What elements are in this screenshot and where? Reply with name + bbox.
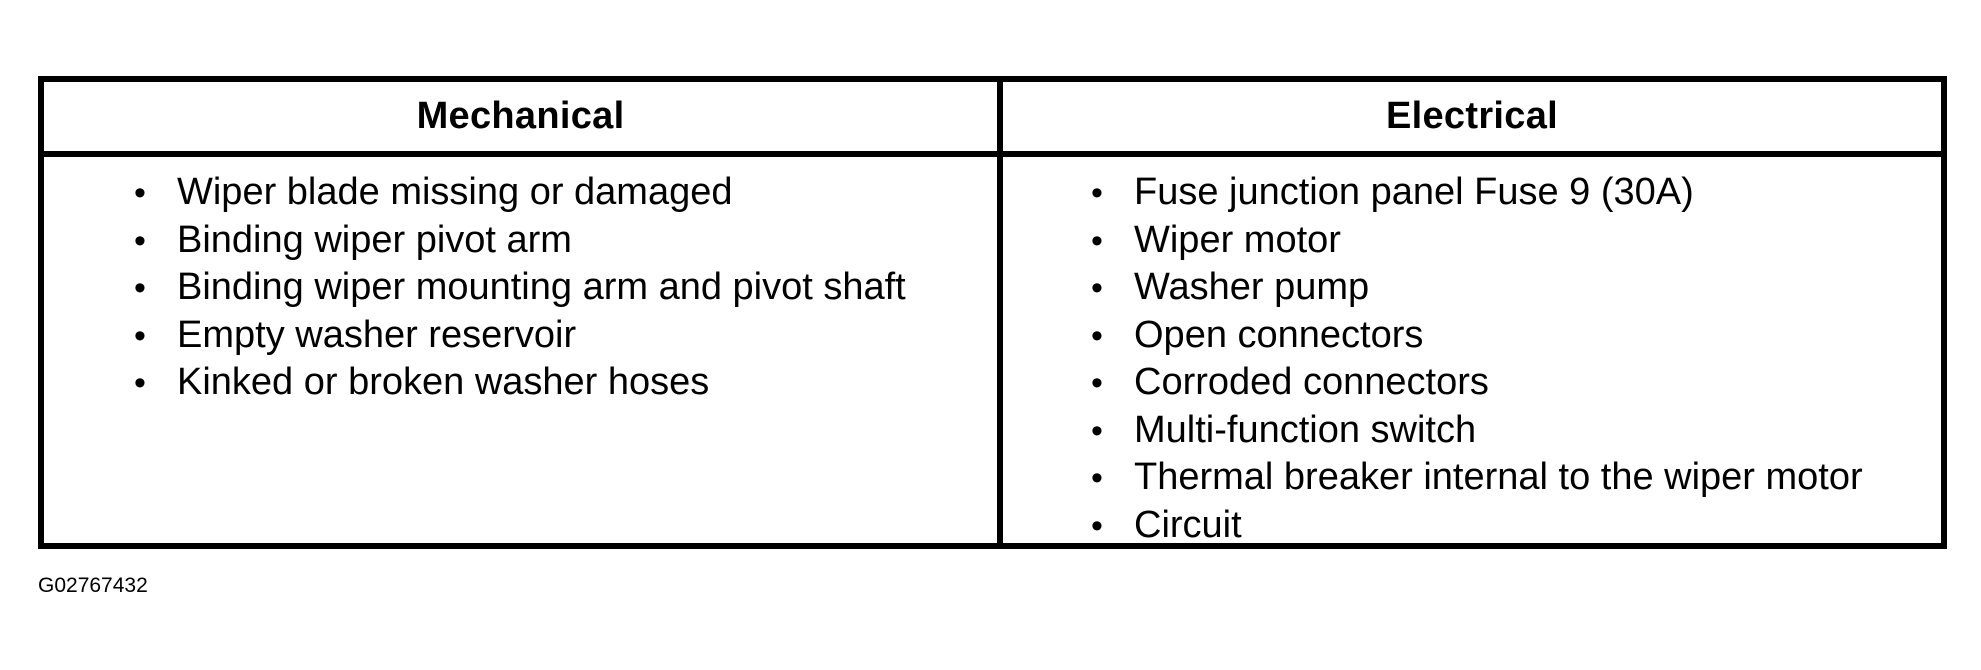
- list-item-text: Empty washer reservoir: [177, 313, 577, 356]
- list-item-text: Thermal breaker internal to the wiper mo…: [1134, 456, 1863, 498]
- electrical-list: • Fuse junction panel Fuse 9 (30A) • Wip…: [1091, 169, 1941, 549]
- figure-id: G02767432: [38, 574, 148, 597]
- list-item-text: Wiper motor: [1134, 218, 1341, 261]
- header-rule-right: [1003, 151, 1941, 157]
- bullet-icon: •: [1091, 174, 1103, 212]
- header-mechanical: Mechanical: [416, 95, 625, 137]
- list-item: • Binding wiper pivot arm: [134, 217, 997, 265]
- bullet-icon: •: [1091, 506, 1103, 545]
- bullet-icon: •: [134, 316, 146, 355]
- list-item-text: Open connectors: [1134, 313, 1424, 356]
- list-item-text: Wiper blade missing or damaged: [177, 171, 733, 213]
- list-item-text: Fuse junction panel Fuse 9 (30A): [1134, 171, 1694, 213]
- list-item-text: Binding wiper pivot arm: [177, 218, 572, 261]
- list-item: • Fuse junction panel Fuse 9 (30A): [1091, 169, 1941, 217]
- list-item: • Open connectors: [1091, 312, 1941, 360]
- bullet-icon: •: [134, 221, 146, 260]
- list-item-text: Circuit: [1134, 503, 1242, 546]
- list-item-text: Washer pump: [1134, 266, 1370, 308]
- mechanical-cell: • Wiper blade missing or damaged • Bindi…: [44, 157, 997, 549]
- list-item: • Thermal breaker internal to the wiper …: [1091, 454, 1941, 502]
- list-item: • Binding wiper mounting arm and pivot s…: [134, 264, 997, 312]
- list-item-text: Kinked or broken washer hoses: [177, 361, 710, 403]
- header-rule-left: [44, 151, 997, 157]
- list-item-text: Corroded connectors: [1134, 361, 1489, 403]
- bullet-icon: •: [134, 269, 146, 307]
- bullet-icon: •: [1091, 364, 1103, 402]
- list-item: • Wiper blade missing or damaged: [134, 169, 997, 217]
- list-item-text: Binding wiper mounting arm and pivot sha…: [177, 266, 906, 308]
- list-item: • Empty washer reservoir: [134, 312, 997, 360]
- electrical-cell: • Fuse junction panel Fuse 9 (30A) • Wip…: [1003, 157, 1941, 549]
- column-divider: [997, 82, 1003, 549]
- bullet-icon: •: [134, 174, 146, 212]
- header-electrical: Electrical: [1386, 95, 1558, 137]
- list-item: • Corroded connectors: [1091, 359, 1941, 407]
- bullet-icon: •: [134, 364, 146, 402]
- list-item: • Kinked or broken washer hoses: [134, 359, 997, 407]
- bullet-icon: •: [1091, 316, 1103, 355]
- list-item: • Washer pump: [1091, 264, 1941, 312]
- bullet-icon: •: [1091, 411, 1103, 450]
- list-item: • Circuit: [1091, 502, 1941, 550]
- list-item: • Wiper motor: [1091, 217, 1941, 265]
- list-item: • Multi-function switch: [1091, 407, 1941, 455]
- mechanical-list: • Wiper blade missing or damaged • Bindi…: [134, 169, 997, 407]
- bullet-icon: •: [1091, 459, 1103, 497]
- diagnostic-table: Mechanical Electrical • Wiper blade miss…: [38, 76, 1947, 549]
- bullet-icon: •: [1091, 269, 1103, 307]
- bullet-icon: •: [1091, 221, 1103, 260]
- list-item-text: Multi-function switch: [1134, 408, 1477, 451]
